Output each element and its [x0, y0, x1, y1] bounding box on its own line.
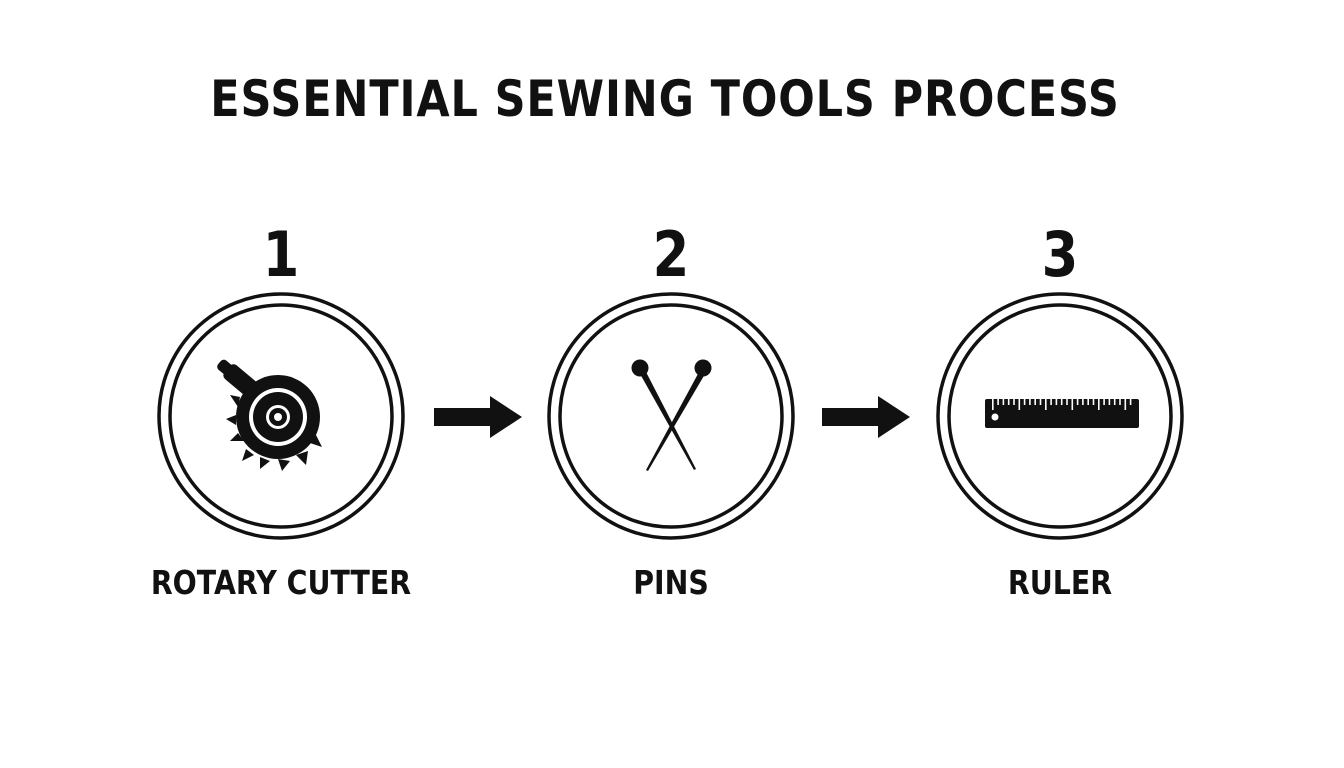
- step-circle: [936, 292, 1184, 540]
- arrow-right-icon: [822, 396, 910, 438]
- step-label: PINS: [633, 563, 709, 602]
- step-label: RULER: [1007, 563, 1113, 602]
- arrow-right-icon: [434, 396, 522, 438]
- step-label: ROTARY CUTTER: [150, 563, 412, 602]
- step-number: 1: [262, 218, 300, 291]
- step-circle: [157, 292, 405, 540]
- diagram-title: ESSENTIAL SEWING TOOLS PROCESS: [210, 70, 1120, 128]
- ruler-icon: [985, 399, 1139, 428]
- step-number: 2: [652, 218, 690, 291]
- pins-icon: [631, 359, 712, 471]
- step-circle: [547, 292, 795, 540]
- step-number: 3: [1041, 218, 1079, 291]
- rotary-cutter-icon: [217, 359, 322, 471]
